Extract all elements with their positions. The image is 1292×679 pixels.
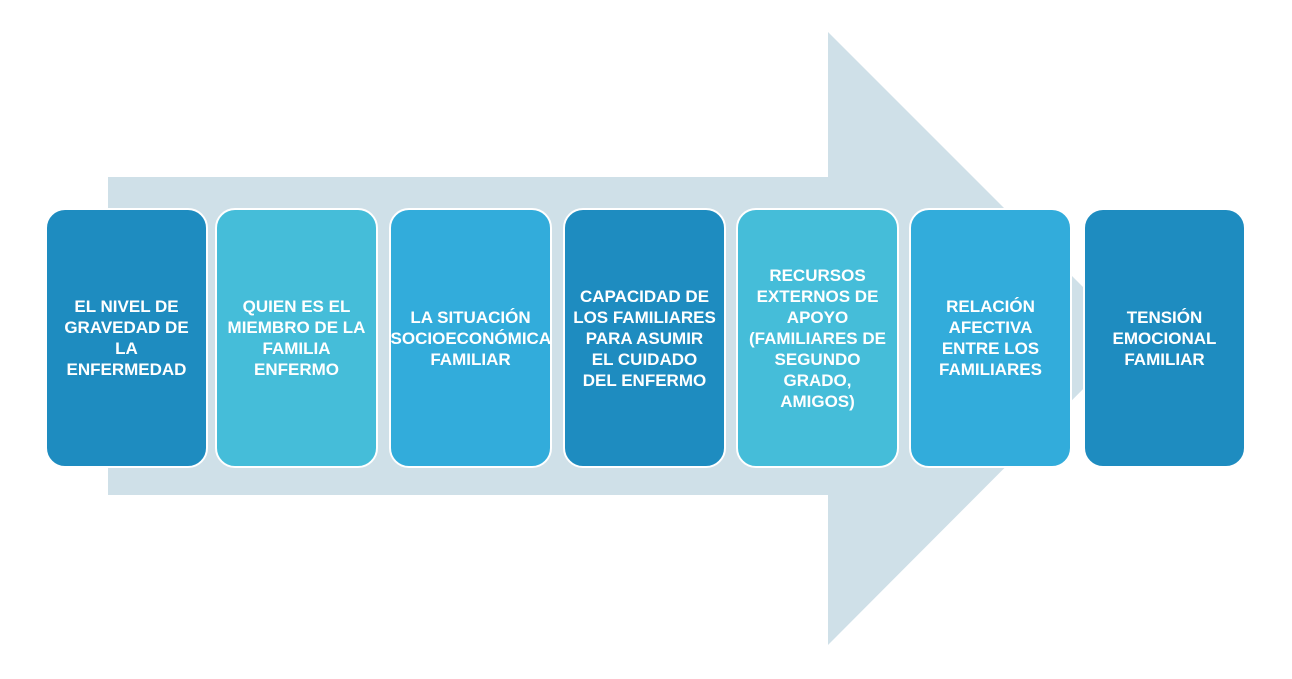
step-severity-label: EL NIVEL DE GRAVEDAD DE LA ENFERMEDAD	[64, 297, 189, 379]
step-sick-member: QUIEN ES EL MIEMBRO DE LA FAMILIA ENFERM…	[215, 208, 378, 468]
step-external-resources-label: RECURSOS EXTERNOS DE APOYO (FAMILIARES D…	[749, 265, 886, 411]
step-emotional-tension: TENSIÓN EMOCIONAL FAMILIAR	[1083, 208, 1246, 468]
step-affective-relation: RELACIÓN AFECTIVA ENTRE LOS FAMILIARES	[909, 208, 1072, 468]
step-external-resources: RECURSOS EXTERNOS DE APOYO (FAMILIARES D…	[736, 208, 899, 468]
step-severity: EL NIVEL DE GRAVEDAD DE LA ENFERMEDAD	[45, 208, 208, 468]
step-socioeconomic-label: LA SITUACIÓN SOCIOECONÓMICA FAMILIAR	[390, 307, 552, 369]
step-affective-relation-label: RELACIÓN AFECTIVA ENTRE LOS FAMILIARES	[939, 297, 1042, 379]
step-capacity: CAPACIDAD DE LOS FAMILIARES PARA ASUMIR …	[563, 208, 726, 468]
step-capacity-label: CAPACIDAD DE LOS FAMILIARES PARA ASUMIR …	[573, 286, 716, 390]
step-sick-member-label: QUIEN ES EL MIEMBRO DE LA FAMILIA ENFERM…	[227, 297, 366, 379]
step-emotional-tension-label: TENSIÓN EMOCIONAL FAMILIAR	[1112, 307, 1217, 369]
step-socioeconomic: LA SITUACIÓN SOCIOECONÓMICA FAMILIAR	[389, 208, 552, 468]
